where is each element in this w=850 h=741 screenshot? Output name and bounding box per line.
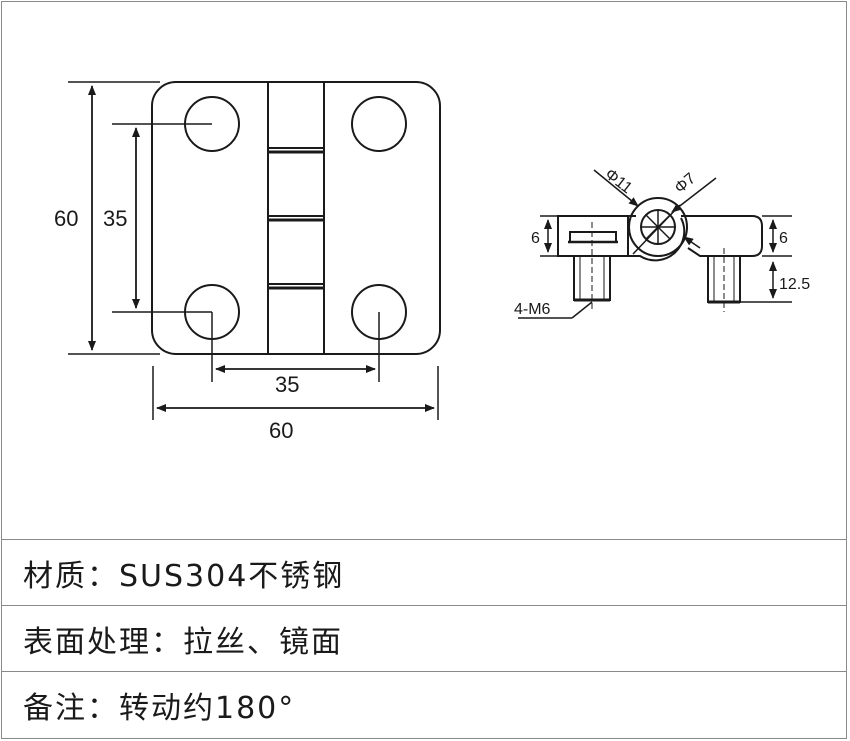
mounting-hole-top-right (351, 96, 407, 152)
side-view (518, 169, 792, 319)
spec-material-text: 材质：SUS304不锈钢 (23, 558, 345, 594)
dim-dia-inner: Φ7 (672, 170, 700, 197)
left-leaf (557, 215, 629, 257)
hinge-knuckle (267, 81, 325, 355)
spec-row-surface: 表面处理：拉丝、镜面 (1, 606, 847, 672)
dim-thread-note: 4-M6 (514, 301, 551, 318)
spec-row-material: 材质：SUS304不锈钢 (1, 540, 847, 606)
dim-dia-outer: Φ11 (602, 166, 636, 198)
dim-left-thickness: 6 (531, 230, 540, 247)
dim-height-outer: 60 (54, 206, 78, 231)
knuckle-outer-circle (628, 197, 688, 257)
dim-right-thickness: 6 (779, 230, 788, 247)
spec-row-remark: 备注：转动约180° (1, 672, 847, 738)
dim-stud-length: 12.5 (779, 276, 810, 293)
dim-width-inner: 35 (275, 372, 299, 397)
spec-surface-text: 表面处理：拉丝、镜面 (23, 624, 343, 660)
right-leaf (681, 215, 763, 257)
front-view (68, 81, 441, 420)
technical-drawing: 60 35 35 60 (54, 81, 810, 443)
knuckle-segments (268, 147, 324, 290)
spec-table: 材质：SUS304不锈钢 表面处理：拉丝、镜面 备注：转动约180° (1, 539, 847, 739)
spec-remark-text: 备注：转动约180° (23, 691, 296, 726)
screw-head (569, 231, 617, 242)
left-curl (628, 215, 686, 262)
dim-height-inner: 35 (103, 206, 127, 231)
dim-width-outer: 60 (269, 418, 293, 443)
